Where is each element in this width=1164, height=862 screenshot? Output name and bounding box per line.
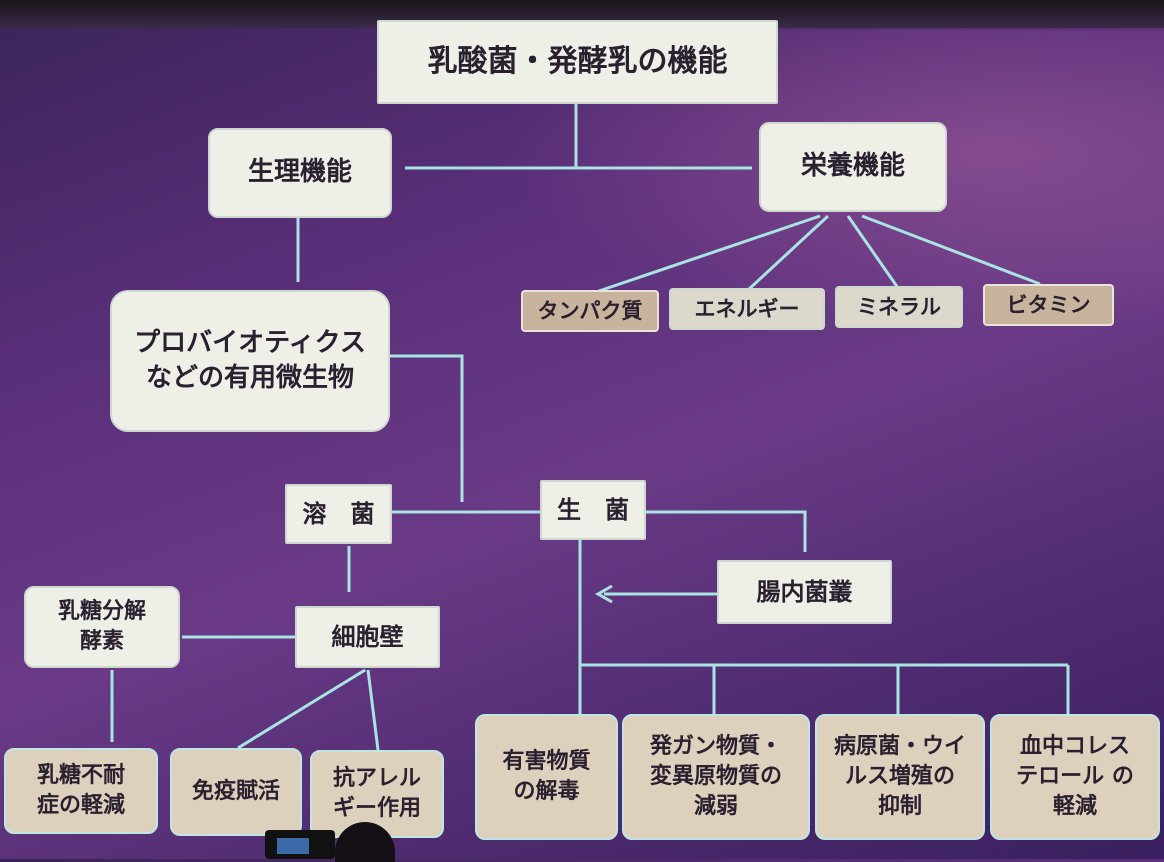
gut-flora-box: 腸内菌叢 <box>717 560 892 624</box>
title-box: 乳酸菌・発酵乳の機能 <box>377 20 778 104</box>
lactase-box: 乳糖分解 酵素 <box>24 586 180 668</box>
antiallergy-line-1: 抗アレル <box>332 766 421 792</box>
effect-carcinogen-line-2: 変異原物質の <box>649 764 782 790</box>
effect-detox-line-2: の解毒 <box>513 779 580 804</box>
antiallergy-line-2: ギー作用 <box>332 796 421 821</box>
nutrient-protein: タンパク質 <box>521 290 659 332</box>
lactase-line-1: 乳糖分解 <box>57 599 146 625</box>
audience-head-silhouette <box>335 822 395 862</box>
immune-activation-box: 免疫賦活 <box>170 748 302 836</box>
effect-pathogen-line-2: ルス増殖の <box>844 764 955 790</box>
lactase-line-2: 酵素 <box>79 629 124 654</box>
nutrient-energy: エネルギー <box>669 288 825 330</box>
effect-carcinogen-line-1: 発ガン物質・ <box>649 734 782 760</box>
nutrient-mineral: ミネラル <box>835 286 963 328</box>
camera-silhouette <box>265 830 335 859</box>
camera-screen <box>277 838 309 854</box>
effect-cholesterol-line-2: テロール の <box>1016 764 1134 790</box>
effect-detox-box: 有害物質 の解毒 <box>475 714 618 840</box>
effect-pathogen-line-1: 病原菌・ウイ <box>833 734 966 760</box>
lysed-bacteria-box: 溶 菌 <box>285 484 392 544</box>
effect-pathogen-box: 病原菌・ウイ ルス増殖の 抑制 <box>815 714 985 840</box>
lactose-intolerance-box: 乳糖不耐 症の軽減 <box>4 748 158 834</box>
live-bacteria-box: 生 菌 <box>540 480 646 540</box>
cell-wall-box: 細胞壁 <box>295 606 440 668</box>
effect-cholesterol-box: 血中コレス テロール の 軽減 <box>990 714 1160 840</box>
probiotics-box: プロバイオティクス などの有用微生物 <box>110 290 390 432</box>
effect-cholesterol-line-1: 血中コレス <box>1019 734 1130 760</box>
effect-carcinogen-box: 発ガン物質・ 変異原物質の 減弱 <box>622 714 810 840</box>
effect-detox-line-1: 有害物質 <box>502 749 591 775</box>
effect-carcinogen-line-3: 減弱 <box>693 793 738 819</box>
physiological-function-box: 生理機能 <box>208 128 392 218</box>
nutrient-vitamin: ビタミン <box>983 284 1114 326</box>
effect-cholesterol-line-3: 軽減 <box>1052 793 1097 819</box>
lactose-intolerance-line-1: 乳糖不耐 <box>36 763 125 789</box>
effect-pathogen-line-3: 抑制 <box>877 793 922 819</box>
lactose-intolerance-line-2: 症の軽減 <box>36 793 125 818</box>
antiallergy-box: 抗アレル ギー作用 <box>310 750 444 838</box>
probiotics-line-1: プロバイオティクス <box>134 327 366 358</box>
nutritional-function-box: 栄養機能 <box>759 122 947 212</box>
probiotics-line-2: などの有用微生物 <box>145 363 354 393</box>
